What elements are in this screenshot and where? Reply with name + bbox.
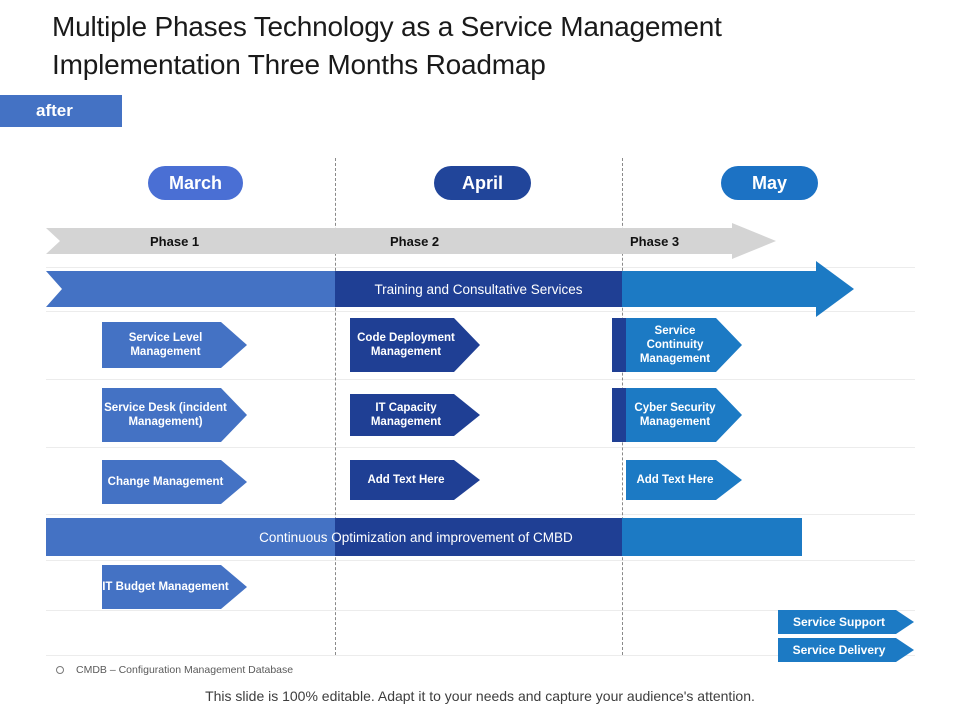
task-label: Service Continuity Management — [639, 325, 711, 365]
slide-caption: This slide is 100% editable. Adapt it to… — [205, 688, 755, 704]
task-it-capacity-management[interactable]: IT Capacity Management — [350, 394, 480, 436]
phase-arrow-shaft — [46, 228, 740, 254]
cmbd-band-segment-may — [622, 518, 802, 556]
gridline — [46, 311, 915, 312]
cmbd-band-segment-april — [335, 518, 622, 556]
gridline — [46, 514, 915, 515]
task-it-budget-management[interactable]: IT Budget Management — [102, 565, 247, 609]
phase-label-text: Phase 1 — [150, 233, 200, 249]
month-label: April — [461, 172, 503, 193]
gridline — [46, 610, 915, 611]
task-label: IT Budget Management — [102, 581, 229, 593]
training-band[interactable]: Training and Consultative Services — [46, 261, 854, 317]
phase-arrow-head — [732, 223, 776, 259]
gridline — [46, 560, 915, 561]
cmbd-band-label: Continuous Optimization and improvement … — [259, 529, 573, 545]
cmbd-band[interactable]: Continuous Optimization and improvement … — [46, 518, 802, 556]
task-label: IT Capacity Management — [370, 402, 442, 428]
task-service-continuity-management[interactable]: Service Continuity Management — [626, 318, 742, 372]
task-code-deployment-management[interactable]: Code Deployment Management — [350, 318, 480, 372]
month-label: March — [168, 172, 222, 193]
task-add-text-here-may[interactable]: Add Text Here — [626, 460, 742, 500]
phase-label-2: Phase 2 — [390, 228, 439, 254]
task-label: Service Desk (incident Management) — [104, 402, 227, 428]
status-badge-label: after — [36, 101, 73, 120]
gridline — [46, 655, 915, 656]
task-change-management[interactable]: Change Management — [102, 460, 247, 504]
footnote: CMDB – Configuration Management Database — [56, 664, 293, 676]
task-service-desk[interactable]: Service Desk (incident Management) — [102, 388, 247, 442]
gridline — [46, 447, 915, 448]
page-title: Multiple Phases Technology as a Service … — [52, 11, 722, 80]
status-badge: after — [0, 95, 122, 127]
gridline — [46, 379, 915, 380]
phase-label-text: Phase 2 — [390, 233, 440, 249]
phase-label-3: Phase 3 — [630, 228, 679, 254]
task-add-text-here-april[interactable]: Add Text Here — [350, 460, 480, 500]
legend-chip-service-delivery[interactable]: Service Delivery — [778, 638, 914, 662]
footnote-text: CMDB – Configuration Management Database — [76, 664, 294, 676]
legend-chip-service-support[interactable]: Service Support — [778, 610, 914, 634]
month-pill-april[interactable]: April — [434, 166, 531, 200]
legend-label: Service Support — [792, 615, 886, 629]
task-label: Cyber Security Management — [634, 402, 716, 428]
month-divider-march-april — [335, 158, 336, 655]
task-label: Add Text Here — [367, 474, 445, 486]
training-band-segment-april — [335, 271, 622, 307]
month-pill-may[interactable]: May — [721, 166, 818, 200]
task-service-level-management[interactable]: Service Level Management — [102, 322, 247, 368]
task-label: Service Level Management — [128, 332, 203, 358]
phase-label-1: Phase 1 — [150, 228, 199, 254]
training-band-arrow-head — [816, 261, 854, 317]
task-cyber-security-management[interactable]: Cyber Security Management — [626, 388, 742, 442]
month-pill-march[interactable]: March — [148, 166, 243, 200]
training-band-label: Training and Consultative Services — [374, 281, 583, 297]
bullet-icon — [56, 666, 64, 674]
phase-label-text: Phase 3 — [630, 233, 680, 249]
task-label: Code Deployment Management — [357, 332, 455, 358]
phase-timeline-arrow — [46, 223, 776, 259]
legend-label: Service Delivery — [792, 643, 886, 657]
gridline — [46, 267, 915, 268]
cmbd-band-segment-march — [46, 518, 335, 556]
task-label: Change Management — [107, 476, 224, 488]
month-label: May — [751, 172, 787, 193]
training-band-segment-may — [622, 271, 824, 307]
task-label: Add Text Here — [636, 474, 714, 486]
training-band-segment-march — [46, 271, 335, 307]
